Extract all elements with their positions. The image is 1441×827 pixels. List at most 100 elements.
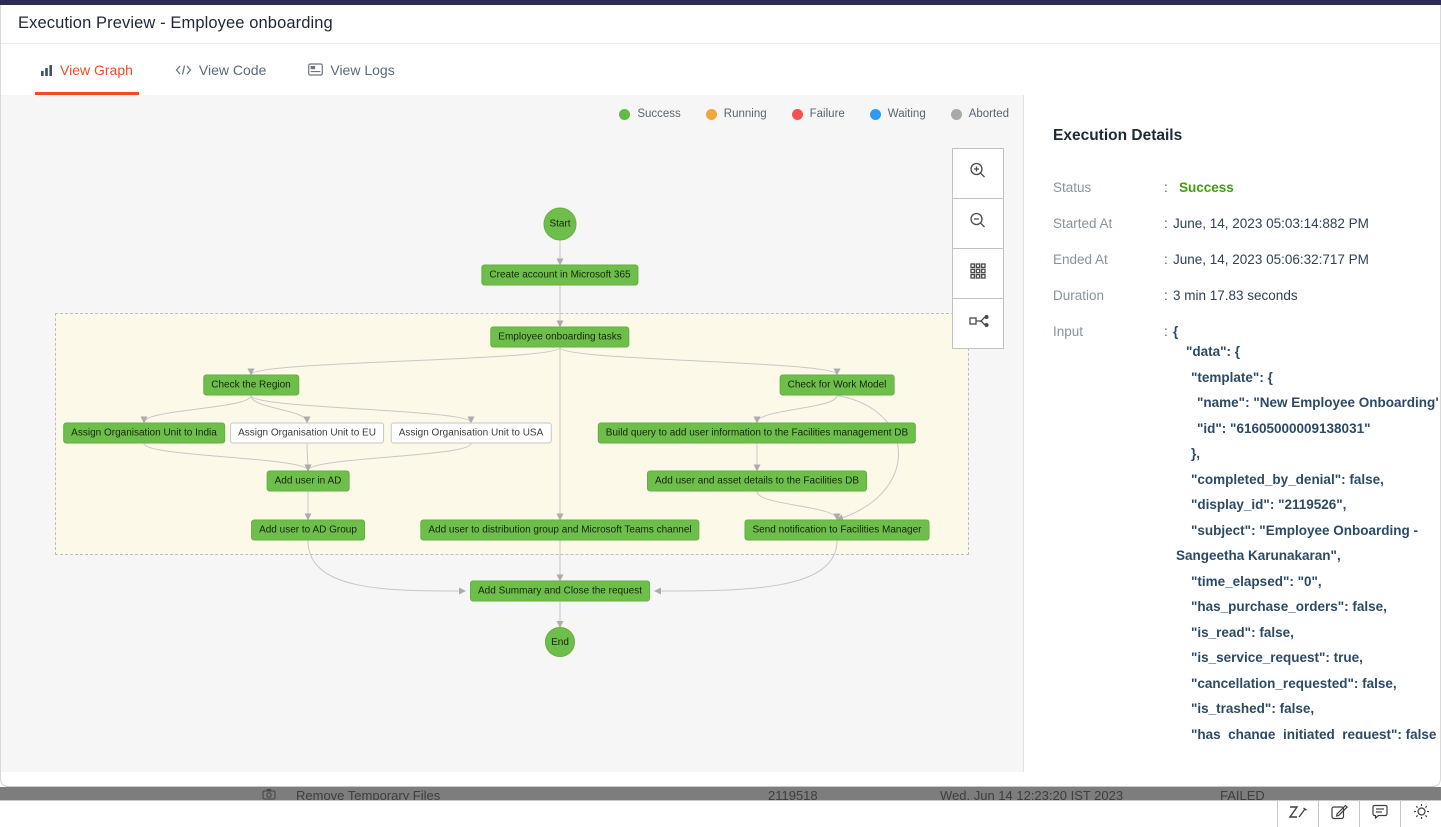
zoom-out-button[interactable] xyxy=(952,198,1004,249)
input-json-line: "data": { xyxy=(1186,344,1241,359)
bottom-toolbar xyxy=(0,800,1441,827)
waiting-dot-icon xyxy=(869,108,881,120)
legend-item-waiting: Waiting xyxy=(869,108,926,120)
input-json-line: }, xyxy=(1191,446,1201,461)
zoom-in-button[interactable] xyxy=(952,148,1004,199)
ended-at-row: Ended At : June, 14, 2023 05:06:32:717 P… xyxy=(1053,252,1369,267)
input-row: Input : { xyxy=(1053,324,1179,339)
bg-row-date: Wed, Jun 14 12:23:20 IST 2023 xyxy=(940,788,1124,800)
status-legend: Success Running Failure Waiting Aborted xyxy=(619,108,1009,120)
started-at-row: Started At : June, 14, 2023 05:03:14:882… xyxy=(1053,216,1369,231)
node-dist-group[interactable]: Add user to distribution group and Micro… xyxy=(420,519,700,541)
bg-row-name: Remove Temporary Files xyxy=(296,788,441,800)
ideas-button[interactable] xyxy=(1400,801,1441,827)
tab-view-logs[interactable]: View Logs xyxy=(308,44,395,95)
edge-ou-india-to-add-user-ad xyxy=(143,443,312,472)
top-accent-bar xyxy=(0,0,1441,5)
input-json-line: "name": "New Employee Onboarding", xyxy=(1197,395,1438,410)
input-json-line: "has_change_initiated_request": false xyxy=(1191,726,1437,740)
input-json-line: "cancellation_requested": false, xyxy=(1191,675,1397,691)
feedback-icon xyxy=(1330,804,1348,825)
zoom-in-icon xyxy=(967,160,989,187)
dialog-header: Execution Preview - Employee onboarding xyxy=(1,5,1440,44)
node-onboard[interactable]: Employee onboarding tasks xyxy=(490,326,630,348)
edge-check-work-to-build-query xyxy=(753,395,838,424)
node-notify-manager[interactable]: Send notification to Facilities Manager xyxy=(744,519,930,541)
node-ou-eu[interactable]: Assign Organisation Unit to EU xyxy=(230,422,384,444)
input-json-line: "is_service_request": true, xyxy=(1191,650,1363,665)
execution-details-title: Execution Details xyxy=(1053,127,1183,144)
bar-chart-icon xyxy=(41,64,53,76)
input-json: "data": { "template": { "name": "New Emplo… xyxy=(1173,339,1438,739)
node-facilities-db[interactable]: Add user and asset details to the Facili… xyxy=(647,470,867,492)
code-icon xyxy=(175,64,192,76)
input-json-line: "completed_by_denial": false, xyxy=(1191,471,1384,487)
failure-dot-icon xyxy=(791,108,803,120)
node-check-work[interactable]: Check for Work Model xyxy=(779,374,895,396)
node-create365[interactable]: Create account in Microsoft 365 xyxy=(481,264,639,286)
logs-icon xyxy=(308,63,324,76)
feedback-button[interactable] xyxy=(1318,801,1359,827)
execution-details-panel: Execution Details Status : Success Start… xyxy=(1024,95,1440,772)
legend-item-failure: Failure xyxy=(791,108,845,120)
tab-view-graph[interactable]: View Graph xyxy=(35,44,139,95)
layout-icon xyxy=(966,309,990,338)
legend-item-running: Running xyxy=(705,108,767,120)
duration-row: Duration : 3 min 17.83 seconds xyxy=(1053,288,1298,303)
input-json-line: "is_read": false, xyxy=(1191,624,1294,640)
workflow-edges xyxy=(140,240,899,628)
dialog-title: Execution Preview - Employee onboarding xyxy=(18,14,333,32)
bg-row-id: 2119518 xyxy=(768,788,818,800)
graph-zoom-toolbar xyxy=(952,148,1004,349)
node-start[interactable]: Start xyxy=(543,207,577,241)
panel-divider xyxy=(1023,95,1024,772)
camera-icon xyxy=(262,788,276,800)
edge-check-region-to-ou-eu xyxy=(250,395,311,424)
tab-view-code[interactable]: View Code xyxy=(175,44,266,95)
legend-label: Waiting xyxy=(887,108,926,120)
node-end[interactable]: End xyxy=(545,627,575,657)
edge-check-region-to-ou-india xyxy=(140,395,252,424)
tab-view-code-label: View Code xyxy=(198,61,267,78)
edge-check-work-to-notify-manager xyxy=(836,395,899,522)
node-check-region[interactable]: Check the Region xyxy=(203,374,299,396)
edge-onboard-to-check-region xyxy=(247,347,561,376)
legend-label: Success xyxy=(637,108,681,120)
tab-bar: View Graph View Code View Logs xyxy=(1,44,1440,95)
status-badge: Success xyxy=(1179,180,1234,195)
edge-onboard-to-check-work xyxy=(559,347,841,376)
edge-ou-eu-to-add-user-ad xyxy=(304,443,312,472)
input-json-line: "subject": "Employee Onboarding - xyxy=(1191,522,1418,538)
node-add-summary[interactable]: Add Summary and Close the request xyxy=(470,580,650,602)
legend-label: Running xyxy=(723,108,767,120)
node-build-query[interactable]: Build query to add user information to t… xyxy=(597,422,917,444)
edge-check-region-to-ou-usa xyxy=(250,395,475,424)
legend-label: Aborted xyxy=(968,108,1009,120)
input-json-line: "time_elapsed": "0", xyxy=(1191,573,1322,589)
background-table-row: Remove Temporary Files 2119518 Wed, Jun … xyxy=(0,787,1441,800)
running-dot-icon xyxy=(705,108,717,120)
bulb-icon xyxy=(1413,803,1430,825)
aborted-dot-icon xyxy=(950,108,962,120)
input-json-line: "is_trashed": false, xyxy=(1191,701,1315,716)
input-json-line: "template": { xyxy=(1191,369,1273,385)
modal-overlay-band: Remove Temporary Files 2119518 Wed, Jun … xyxy=(0,787,1441,800)
node-ad-group[interactable]: Add user to AD Group xyxy=(251,519,365,541)
input-json-line: Sangeetha Karunakaran", xyxy=(1176,548,1341,563)
fit-grid-button[interactable] xyxy=(952,248,1004,299)
edge-facilities-db-to-notify-manager xyxy=(756,491,841,521)
node-add-user-ad[interactable]: Add user in AD xyxy=(266,470,350,492)
zoom-out-icon xyxy=(967,210,989,237)
chat-button[interactable] xyxy=(1359,801,1400,827)
legend-item-aborted: Aborted xyxy=(950,108,1009,120)
input-json-line: "id": "61605000009138031" xyxy=(1197,420,1371,436)
edge-notify-manager-to-add-summary xyxy=(654,540,838,595)
status-row: Status : Success xyxy=(1053,180,1234,195)
chat-icon xyxy=(1372,804,1388,824)
zia-button[interactable] xyxy=(1277,801,1318,827)
node-ou-usa[interactable]: Assign Organisation Unit to USA xyxy=(390,422,552,444)
node-ou-india[interactable]: Assign Organisation Unit to India xyxy=(63,422,225,444)
layout-button[interactable] xyxy=(952,298,1004,349)
